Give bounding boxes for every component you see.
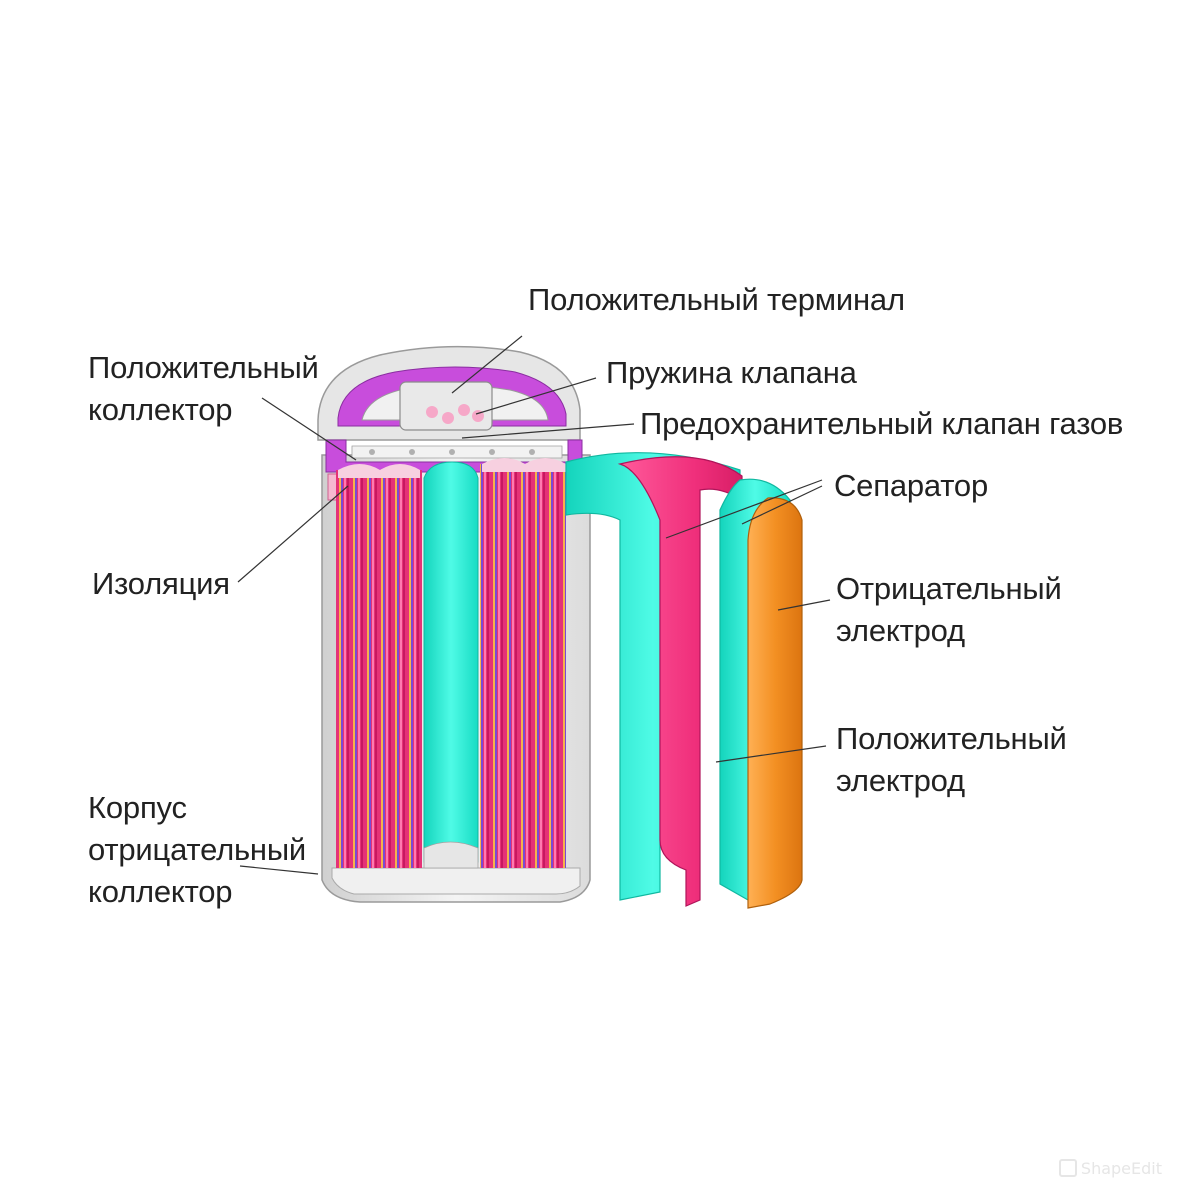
watermark-logo-icon xyxy=(1058,1159,1077,1177)
leader-separator-2 xyxy=(741,485,823,525)
label-positive-collector-line1: Положительный xyxy=(88,350,319,385)
label-separator: Сепаратор xyxy=(834,468,988,503)
label-negative-electrode-line1: Отрицательный xyxy=(836,571,1062,606)
label-positive-electrode-line1: Положительный xyxy=(836,721,1067,756)
leader-separator-1 xyxy=(665,479,823,539)
label-case-line3: коллектор xyxy=(88,874,233,909)
label-valve-spring: Пружина клапана xyxy=(606,355,857,390)
leader-positive-terminal xyxy=(451,335,523,394)
leader-insulation xyxy=(237,485,349,583)
label-positive-electrode-line2: электрод xyxy=(836,763,965,798)
label-safety-valve: Предохранительный клапан газов xyxy=(640,406,1124,441)
electrode-winding xyxy=(336,458,566,869)
negative-electrode-sheet xyxy=(747,497,803,909)
label-positive-collector-line2: коллектор xyxy=(88,392,233,427)
label-positive-terminal: Положительный терминал xyxy=(528,282,905,317)
top-cap-assembly xyxy=(317,345,583,473)
label-case-line1: Корпус xyxy=(88,790,187,825)
leader-positive-collector xyxy=(261,397,357,461)
leader-safety-valve xyxy=(461,423,635,439)
watermark: ShapeEdit xyxy=(1058,1159,1162,1178)
leader-negative-electrode xyxy=(777,599,831,611)
leader-positive-electrode xyxy=(715,745,827,763)
positive-electrode-sheet xyxy=(617,456,743,907)
label-negative-electrode-line2: электрод xyxy=(836,613,965,648)
label-case-line2: отрицательный xyxy=(88,832,307,867)
leader-lines xyxy=(237,335,831,875)
leader-valve-spring xyxy=(475,377,597,415)
leader-case xyxy=(239,865,319,875)
watermark-text: ShapeEdit xyxy=(1080,1159,1162,1178)
label-insulation: Изоляция xyxy=(92,566,230,601)
